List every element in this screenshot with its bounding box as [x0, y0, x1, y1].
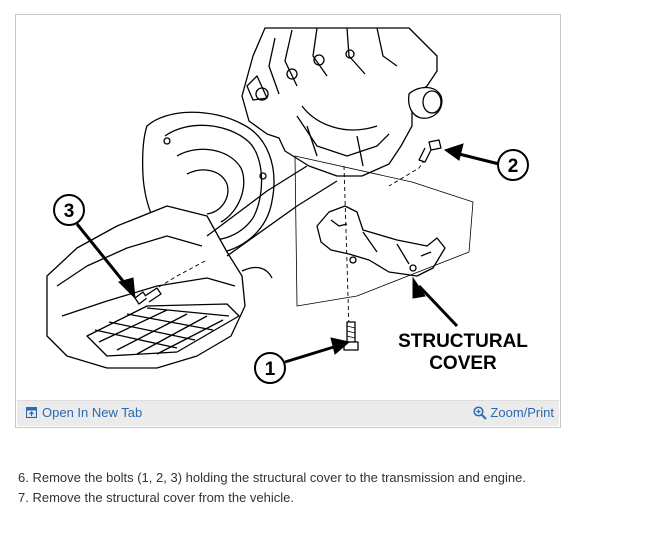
open-in-new-tab-link[interactable]: Open In New Tab [26, 405, 142, 420]
instruction-step-7: 7. Remove the structural cover from the … [18, 490, 295, 505]
open-in-new-tab-label: Open In New Tab [42, 405, 143, 420]
structural-cover-label-line1: STRUCTURAL [398, 331, 528, 352]
zoom-print-link[interactable]: Zoom/Print [473, 405, 554, 420]
diagram-illustration: 3 2 1 STRUCTURAL COVER [46, 27, 529, 384]
new-tab-icon [26, 407, 37, 418]
diagram-figure: 3 2 1 STRUCTURAL COVER Open In New Tab [15, 14, 561, 428]
callout-3-number: 3 [64, 201, 75, 222]
callout-3: 3 [53, 194, 85, 226]
structural-cover-label-line2: COVER [429, 353, 497, 374]
instruction-step-6: 6. Remove the bolts (1, 2, 3) holding th… [18, 470, 526, 485]
zoom-print-label: Zoom/Print [490, 405, 554, 420]
callout-1-number: 1 [265, 359, 276, 380]
callout-2: 2 [497, 149, 529, 181]
callout-2-number: 2 [508, 156, 519, 177]
structural-cover-diagram[interactable]: 3 2 1 STRUCTURAL COVER [17, 16, 559, 399]
zoom-icon [473, 405, 488, 420]
figure-toolbar: Open In New Tab Zoom/Print [17, 400, 559, 426]
callout-1: 1 [254, 352, 286, 384]
